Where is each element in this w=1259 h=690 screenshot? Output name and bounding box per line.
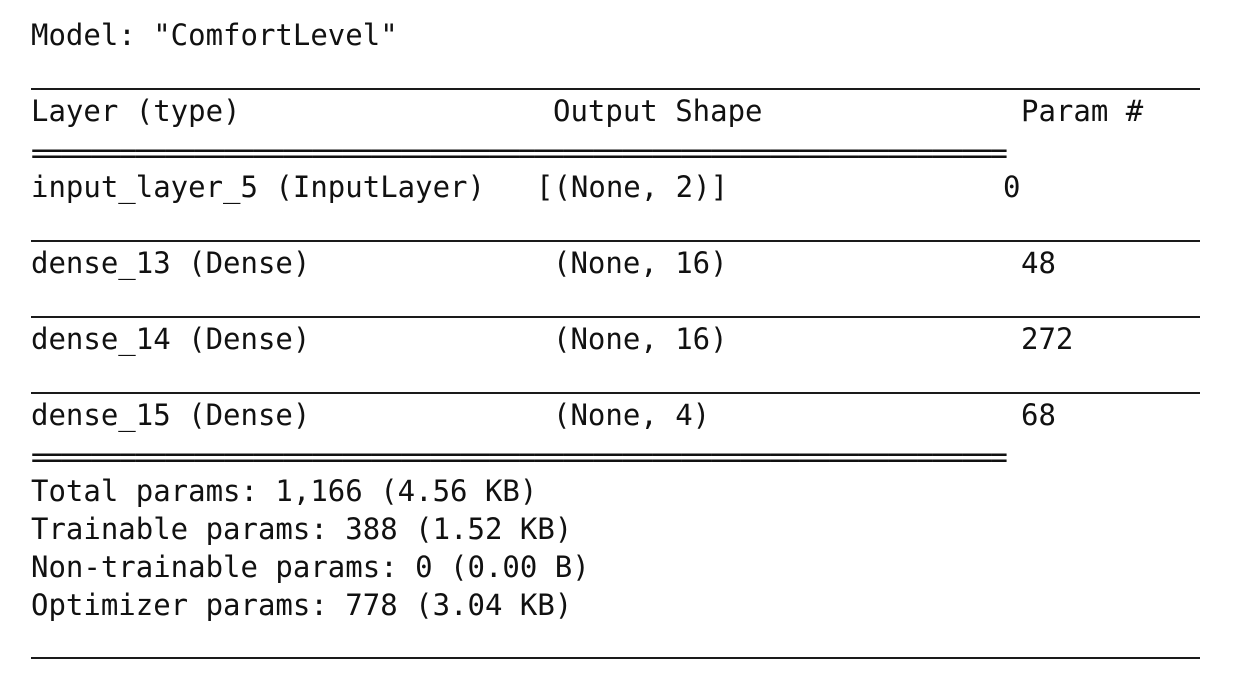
row-param-count: 272	[1021, 322, 1074, 356]
row-output-shape: (None, 4)	[553, 398, 711, 432]
top-rule	[31, 88, 1200, 90]
footer-separator: ========================================…	[31, 440, 1008, 474]
row-param-count: 48	[1021, 246, 1056, 280]
row-divider	[31, 240, 1200, 242]
row-layer-name: input_layer_5 (InputLayer)	[31, 170, 485, 204]
row-param-count: 68	[1021, 398, 1056, 432]
header-layer-type: Layer (type)	[31, 94, 241, 128]
non-trainable-params: Non-trainable params: 0 (0.00 B)	[31, 550, 590, 584]
row-layer-name: dense_13 (Dense)	[31, 246, 311, 280]
bottom-rule	[31, 657, 1200, 659]
optimizer-params: Optimizer params: 778 (3.04 KB)	[31, 588, 573, 622]
header-output-shape: Output Shape	[553, 94, 763, 128]
row-layer-name: dense_15 (Dense)	[31, 398, 311, 432]
row-param-count: 0	[1003, 170, 1021, 204]
row-output-shape: [(None, 2)]	[536, 170, 729, 204]
model-title: Model: "ComfortLevel"	[31, 18, 398, 52]
row-divider	[31, 316, 1200, 318]
header-param-count: Param #	[1021, 94, 1144, 128]
row-output-shape: (None, 16)	[553, 322, 728, 356]
total-params: Total params: 1,166 (4.56 KB)	[31, 474, 538, 508]
header-separator: ========================================…	[31, 136, 1008, 170]
row-divider	[31, 392, 1200, 394]
row-layer-name: dense_14 (Dense)	[31, 322, 311, 356]
trainable-params: Trainable params: 388 (1.52 KB)	[31, 512, 573, 546]
row-output-shape: (None, 16)	[553, 246, 728, 280]
